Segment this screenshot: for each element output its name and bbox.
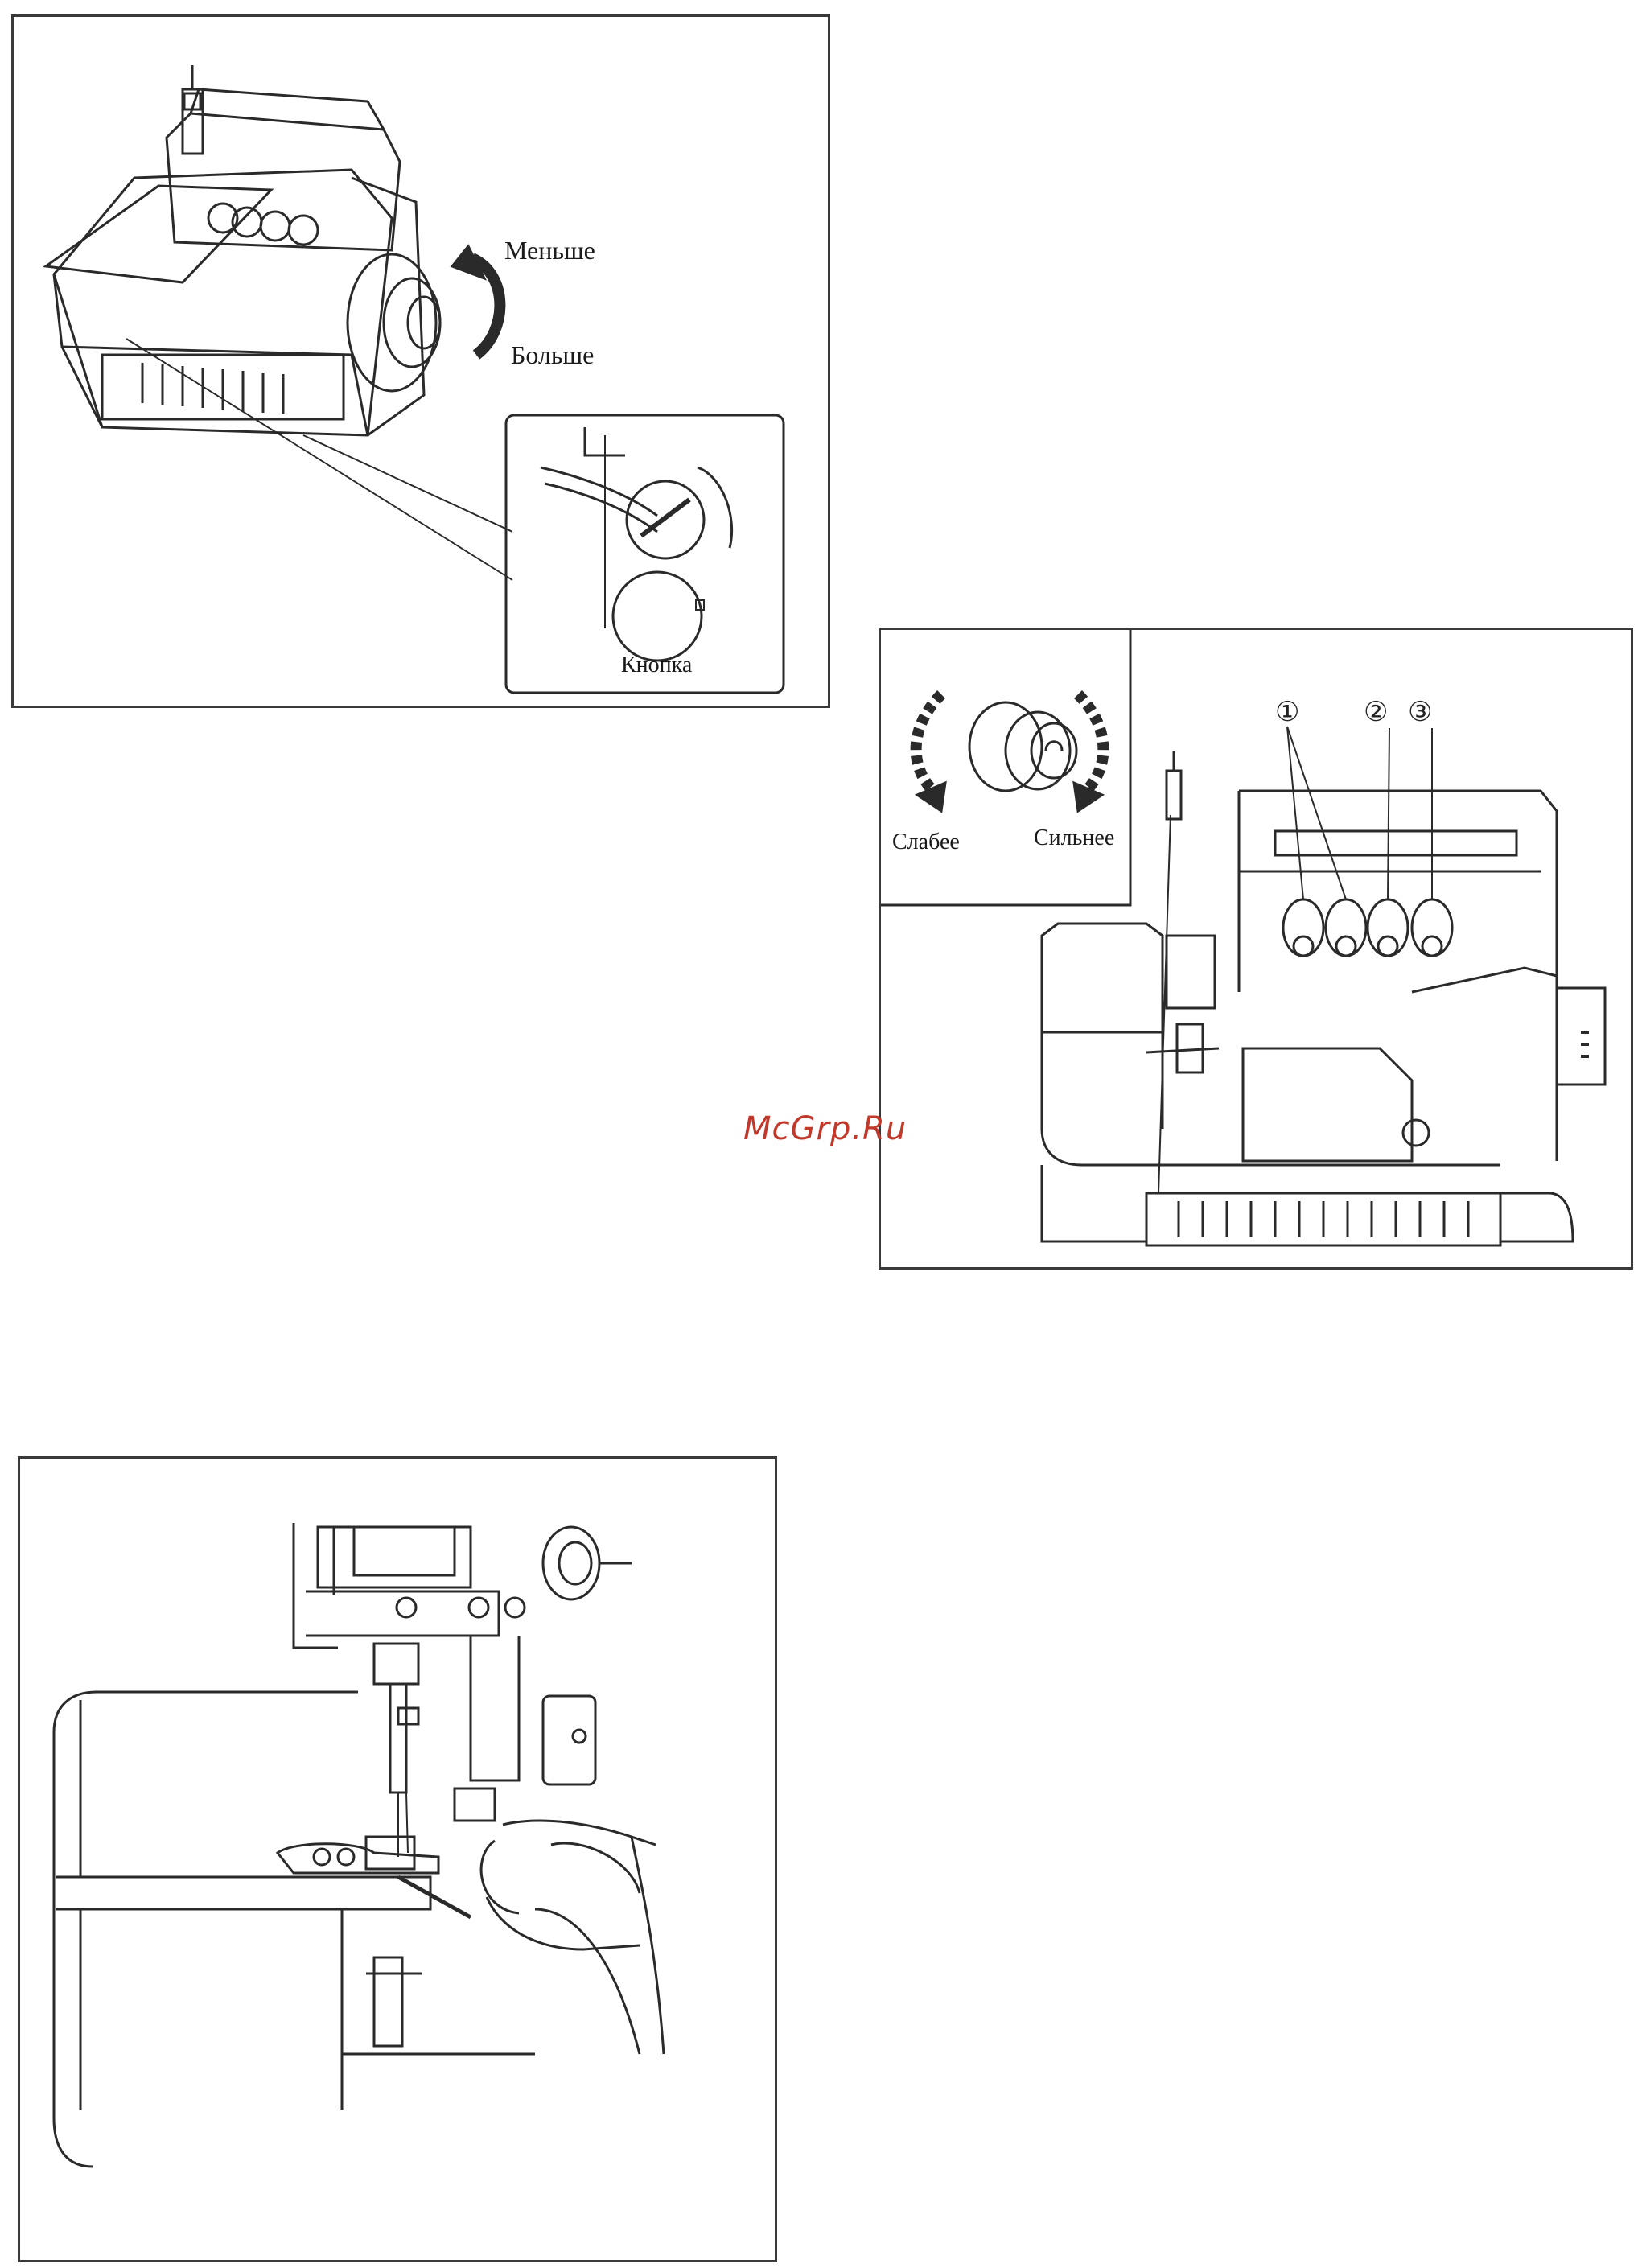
screwdriver-icon	[398, 1877, 471, 1917]
stronger-label: Сильнее	[1034, 825, 1114, 851]
more-label: Больше	[511, 340, 594, 370]
less-label: Меньше	[504, 236, 595, 265]
marker-1: ①	[1275, 696, 1299, 728]
figure-1-panel: Меньше Больше Кнопка	[11, 14, 830, 708]
weaker-label: Слабее	[892, 829, 960, 855]
overlock-machine-illustration-2	[881, 630, 1636, 1272]
button-label: Кнопка	[621, 652, 692, 678]
figure-3-panel	[18, 1456, 777, 2262]
marker-2: ②	[1364, 696, 1388, 728]
weaker-arrow-icon	[916, 694, 941, 791]
watermark: McGrp.Ru	[743, 1110, 907, 1147]
base-vent-lines	[142, 363, 283, 414]
figure-2-panel: Слабее Сильнее ① ② ③	[879, 628, 1633, 1270]
marker-3: ③	[1408, 696, 1432, 728]
tension-knobs	[1283, 899, 1452, 956]
overlock-machine-illustration-1	[14, 17, 833, 710]
stronger-arrow-icon	[1078, 694, 1103, 791]
needle-area-illustration	[20, 1459, 780, 2265]
